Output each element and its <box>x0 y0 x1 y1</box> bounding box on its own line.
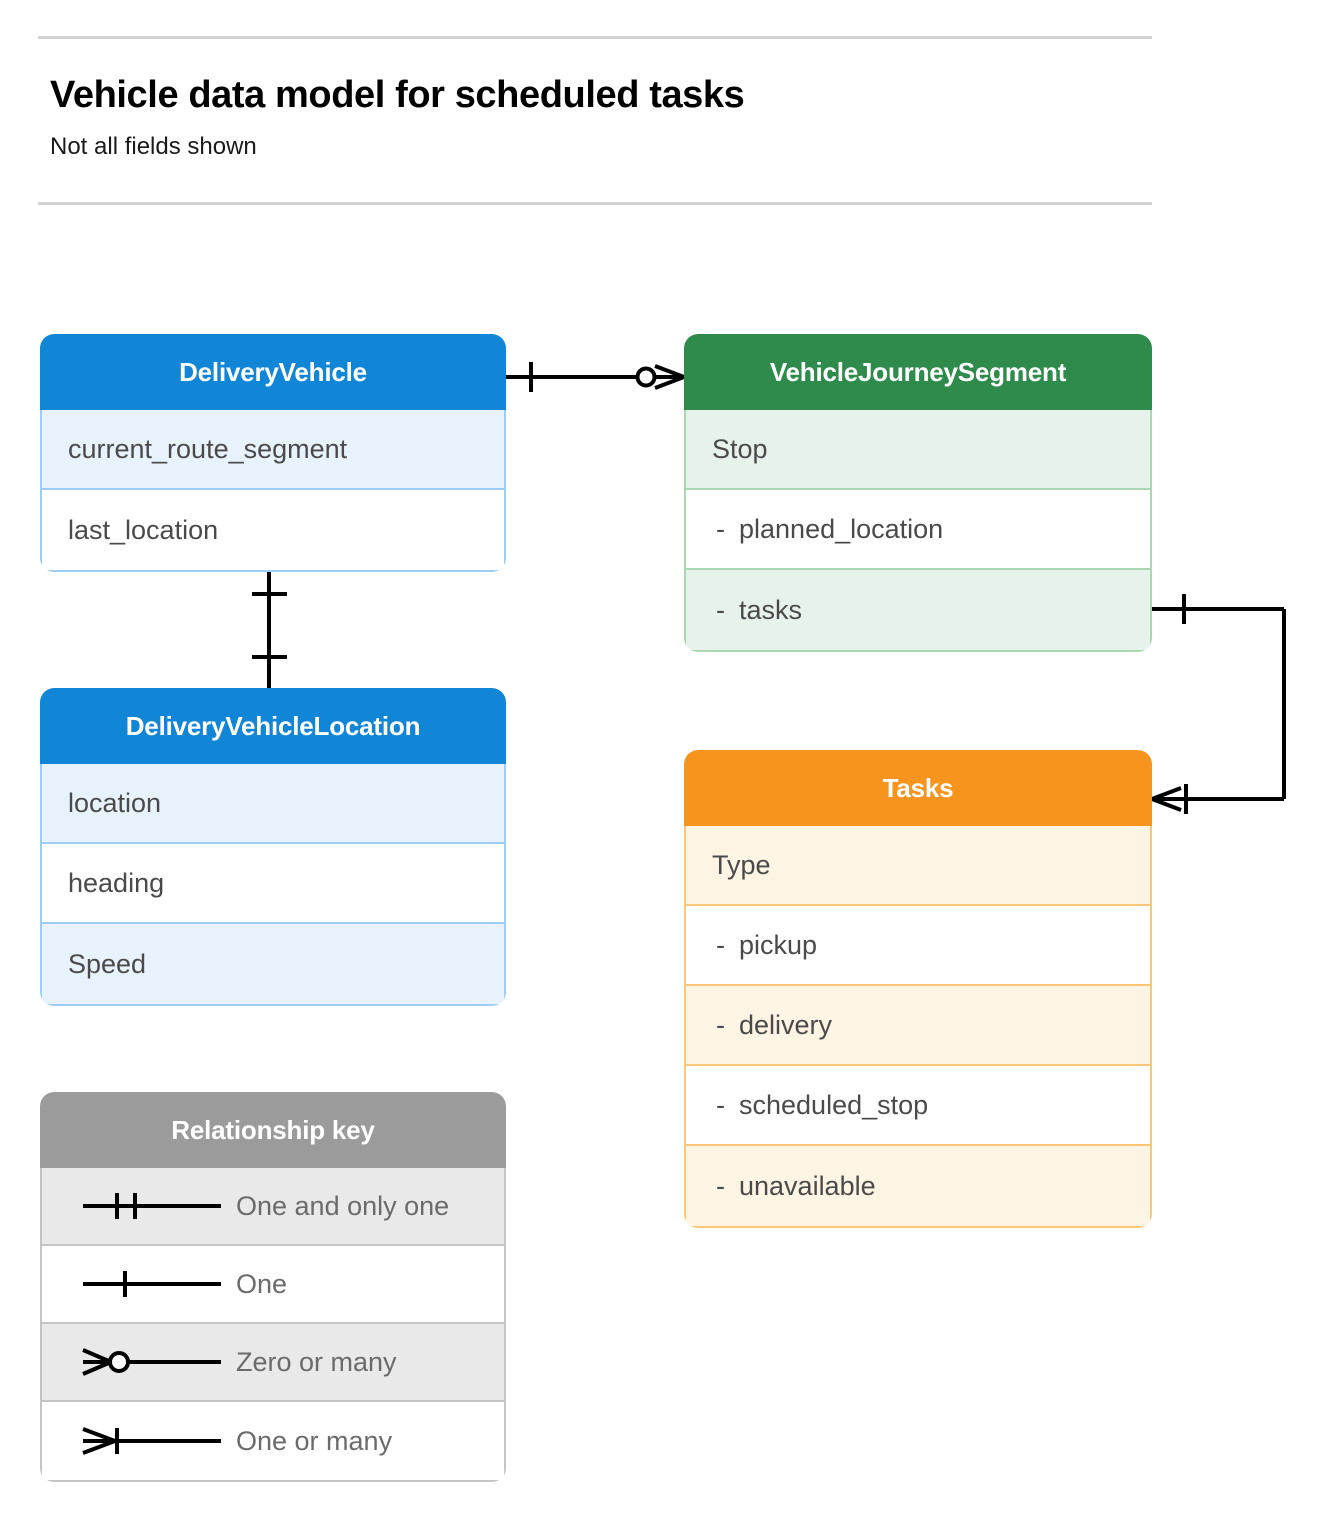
entity-tasks[interactable]: Tasks Type - pickup - delivery - schedul… <box>684 750 1152 1228</box>
legend-item-label: One or many <box>236 1425 393 1456</box>
field-label: last_location <box>68 514 219 545</box>
header-divider-bottom <box>38 202 1152 205</box>
one-icon <box>68 1264 236 1304</box>
connector-vehicle-to-journey-segment <box>506 362 685 392</box>
legend-item[interactable]: Zero or many <box>42 1324 504 1402</box>
zero-or-many-icon <box>68 1342 236 1382</box>
field-label: planned_location <box>739 513 944 544</box>
field-label: tasks <box>739 594 803 625</box>
field-row[interactable]: - unavailable <box>686 1146 1150 1226</box>
field-row[interactable]: current_route_segment <box>42 410 504 490</box>
field-label: Stop <box>712 433 768 464</box>
entity-title-delivery-vehicle-location: DeliveryVehicleLocation <box>40 688 506 764</box>
field-label: Type <box>712 849 771 880</box>
legend-item[interactable]: One or many <box>42 1402 504 1480</box>
entity-fields-vehicle-journey-segment: Stop - planned_location - tasks <box>684 410 1152 652</box>
entity-delivery-vehicle[interactable]: DeliveryVehicle current_route_segment la… <box>40 334 506 572</box>
field-label: unavailable <box>739 1170 876 1201</box>
legend-item-label: Zero or many <box>236 1346 397 1377</box>
entity-title-vehicle-journey-segment: VehicleJourneySegment <box>684 334 1152 410</box>
field-label: location <box>68 787 162 818</box>
entity-title-delivery-vehicle: DeliveryVehicle <box>40 334 506 410</box>
field-row[interactable]: last_location <box>42 490 504 570</box>
entity-fields-tasks: Type - pickup - delivery - scheduled_sto… <box>684 826 1152 1228</box>
page-subtitle: Not all fields shown <box>50 133 257 160</box>
field-row[interactable]: Type <box>686 826 1150 906</box>
field-label: scheduled_stop <box>739 1089 929 1120</box>
legend-item-label: One and only one <box>236 1190 450 1221</box>
header-divider-top <box>38 36 1152 39</box>
field-dash: - <box>716 929 725 960</box>
one-and-only-one-icon <box>68 1186 236 1226</box>
field-row[interactable]: - tasks <box>686 570 1150 650</box>
field-label: Speed <box>68 948 147 979</box>
field-row[interactable]: - delivery <box>686 986 1150 1066</box>
entity-title-tasks: Tasks <box>684 750 1152 826</box>
field-dash: - <box>716 1170 725 1201</box>
page-title: Vehicle data model for scheduled tasks <box>50 74 745 116</box>
field-row[interactable]: Speed <box>42 924 504 1004</box>
field-dash: - <box>716 594 725 625</box>
field-label: delivery <box>739 1009 833 1040</box>
legend-rows: One and only one One <box>40 1168 506 1482</box>
entity-delivery-vehicle-location[interactable]: DeliveryVehicleLocation location heading… <box>40 688 506 1006</box>
connector-vehicle-to-vehicle-location <box>252 570 287 688</box>
field-row[interactable]: heading <box>42 844 504 924</box>
legend-item-label: One <box>236 1268 288 1299</box>
field-dash: - <box>716 513 725 544</box>
entity-fields-delivery-vehicle: current_route_segment last_location <box>40 410 506 572</box>
one-or-many-icon <box>68 1421 236 1461</box>
field-label: heading <box>68 867 165 898</box>
entity-fields-delivery-vehicle-location: location heading Speed <box>40 764 506 1006</box>
field-label: pickup <box>739 929 818 960</box>
field-dash: - <box>716 1089 725 1120</box>
field-row[interactable]: - scheduled_stop <box>686 1066 1150 1146</box>
field-row[interactable]: location <box>42 764 504 844</box>
legend-item[interactable]: One and only one <box>42 1168 504 1246</box>
relationship-key-legend[interactable]: Relationship key One and only one <box>40 1092 506 1482</box>
entity-vehicle-journey-segment[interactable]: VehicleJourneySegment Stop - planned_loc… <box>684 334 1152 652</box>
field-label: current_route_segment <box>68 433 348 464</box>
field-row[interactable]: - pickup <box>686 906 1150 986</box>
field-row[interactable]: - planned_location <box>686 490 1150 570</box>
connector-tasks-field-to-tasks <box>1151 594 1286 814</box>
field-row[interactable]: Stop <box>686 410 1150 490</box>
field-dash: - <box>716 1009 725 1040</box>
legend-item[interactable]: One <box>42 1246 504 1324</box>
legend-title: Relationship key <box>40 1092 506 1168</box>
